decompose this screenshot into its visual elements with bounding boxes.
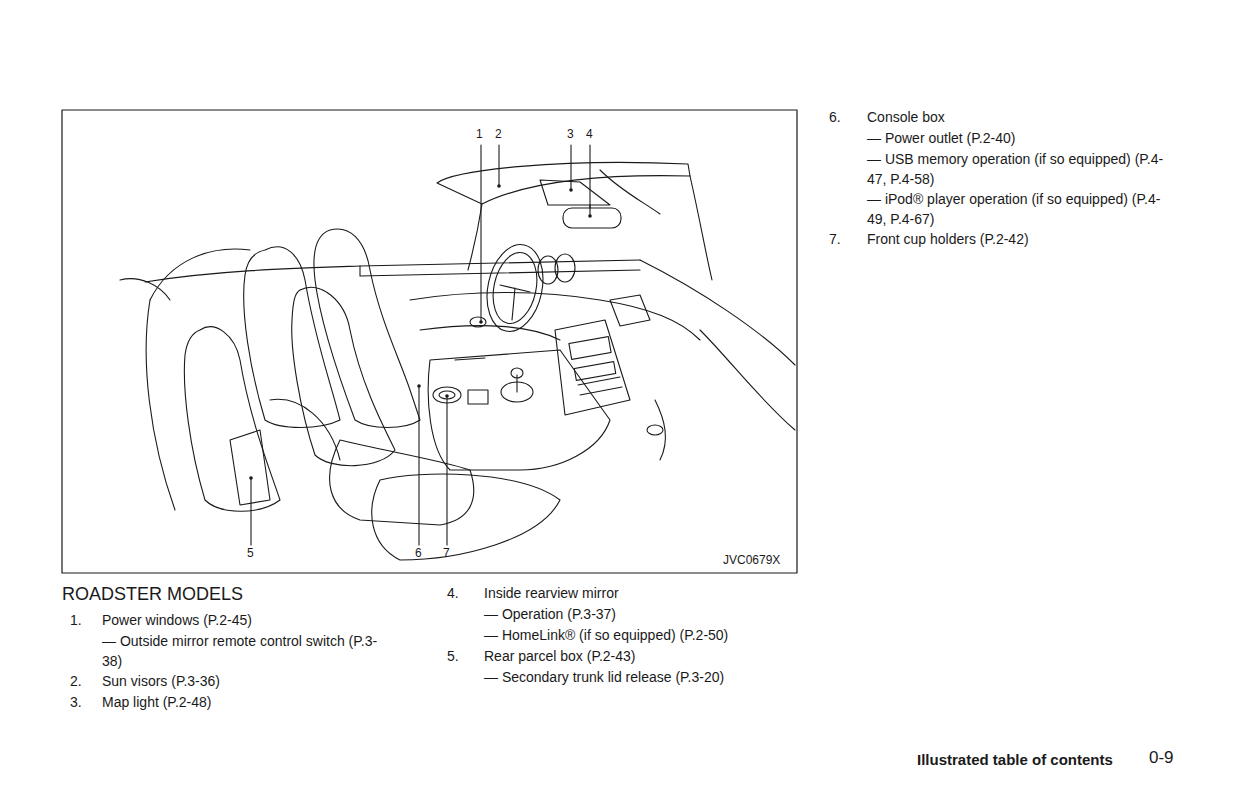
item-text: Console box bbox=[867, 107, 945, 127]
item-subtext: — Operation (P.3-37) bbox=[484, 604, 616, 624]
item-text: Power windows (P.2-45) bbox=[102, 610, 252, 630]
item-number: 2. bbox=[70, 671, 82, 691]
item-number: 5. bbox=[447, 646, 459, 666]
item-text: Front cup holders (P.2-42) bbox=[867, 229, 1029, 249]
callout-number: 2 bbox=[495, 127, 502, 141]
item-number: 7. bbox=[829, 229, 841, 249]
item-subtext: — Power outlet (P.2-40) bbox=[867, 128, 1015, 148]
item-subtext: — Secondary trunk lid release (P.3-20) bbox=[484, 667, 724, 687]
item-text: Map light (P.2-48) bbox=[102, 692, 211, 712]
section-heading: ROADSTER MODELS bbox=[62, 583, 243, 605]
item-subtext: — Outside mirror remote control switch (… bbox=[102, 631, 392, 671]
item-subtext: — iPod® player operation (if so equipped… bbox=[867, 189, 1167, 229]
item-number: 3. bbox=[70, 692, 82, 712]
callout-number: 1 bbox=[476, 127, 483, 141]
callout-number: 6 bbox=[415, 546, 422, 560]
callout-number: 5 bbox=[247, 546, 254, 560]
item-text: Rear parcel box (P.2-43) bbox=[484, 646, 635, 666]
item-text: Sun visors (P.3-36) bbox=[102, 671, 220, 691]
item-number: 4. bbox=[447, 583, 459, 603]
footer-section: Illustrated table of contents bbox=[917, 750, 1113, 770]
item-subtext: — HomeLink® (if so equipped) (P.2-50) bbox=[484, 625, 728, 645]
figure-code: JVC0679X bbox=[723, 553, 780, 567]
callout-number: 3 bbox=[567, 127, 574, 141]
callout-number: 7 bbox=[443, 546, 450, 560]
item-number: 1. bbox=[70, 610, 82, 630]
item-number: 6. bbox=[829, 107, 841, 127]
callout-number: 4 bbox=[586, 127, 593, 141]
item-text: Inside rearview mirror bbox=[484, 583, 619, 603]
item-subtext: — USB memory operation (if so equipped) … bbox=[867, 149, 1167, 189]
page-number: 0-9 bbox=[1149, 748, 1174, 768]
